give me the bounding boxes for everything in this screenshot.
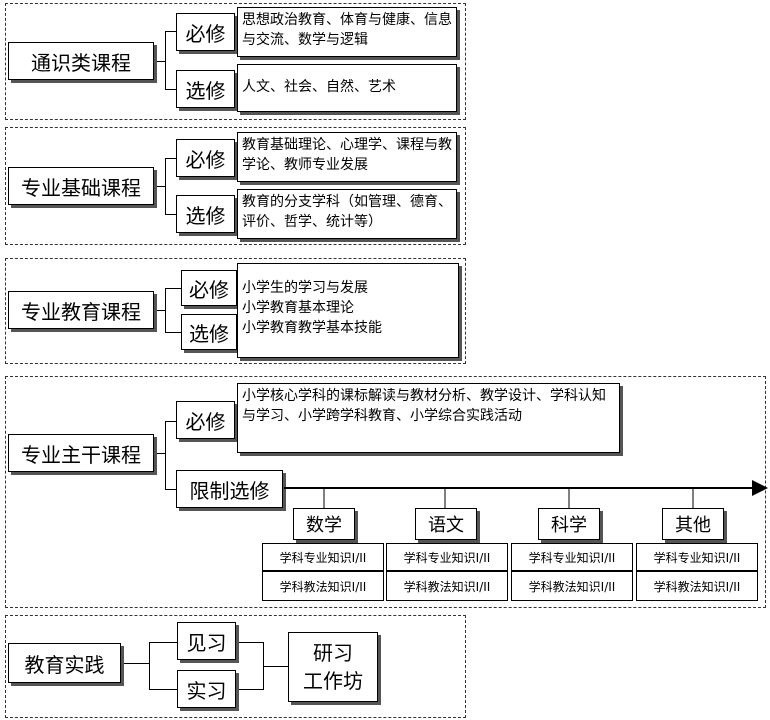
connector [165, 332, 181, 333]
practice-title: 教育实践 [8, 643, 121, 683]
connector [165, 421, 166, 489]
professional-required-label: 必修 [181, 270, 237, 306]
connector [239, 642, 264, 643]
connector [263, 666, 288, 667]
subject-math-pedagogy: 学科教法知识I/II [262, 571, 384, 601]
subject-other-knowledge: 学科专业知识I/II [636, 543, 758, 571]
core-required-label: 必修 [176, 401, 235, 439]
workshop-line: 工作坊 [303, 669, 363, 693]
connector [149, 642, 177, 643]
connector [165, 288, 166, 332]
connector [165, 89, 176, 90]
general-elective-text: 人文、社会、自然、艺术 [237, 64, 457, 112]
connector [149, 642, 150, 689]
professional-item: 小学教育基本理论 [242, 300, 354, 316]
foundation-required-label: 必修 [176, 139, 235, 177]
practice-observe: 见习 [177, 622, 236, 660]
connector [157, 61, 166, 62]
connector [165, 158, 166, 214]
connector [239, 689, 264, 690]
section-foundation [5, 127, 466, 245]
core-required-text: 小学核心学科的课标解读与教材分析、教学设计、学科认知与学习、小学跨学科教育、小学… [237, 383, 620, 453]
connector [165, 489, 176, 490]
general-required-text: 思想政治教育、体育与健康、信息与交流、数学与逻辑 [237, 7, 457, 57]
subject-chinese-knowledge: 学科专业知识I/II [386, 543, 508, 571]
core-restricted-label: 限制选修 [176, 470, 283, 508]
connector [157, 310, 166, 311]
connector [157, 453, 166, 454]
subject-science-pedagogy: 学科教法知识I/II [511, 571, 633, 601]
connector [124, 663, 150, 664]
subject-chinese-pedagogy: 学科教法知识I/II [386, 571, 508, 601]
professional-elective-label: 选修 [181, 314, 237, 350]
section-professional [5, 258, 466, 364]
subject-science-knowledge: 学科专业知识I/II [511, 543, 633, 571]
connector [165, 288, 181, 289]
connector [157, 186, 166, 187]
core-title: 专业主干课程 [8, 434, 154, 472]
connector [165, 158, 176, 159]
foundation-title: 专业基础课程 [8, 167, 154, 205]
subject-other: 其他 [662, 508, 724, 540]
subject-chinese: 语文 [415, 508, 477, 540]
professional-item: 小学教育教学基本技能 [242, 320, 382, 336]
connector [149, 689, 177, 690]
foundation-elective-label: 选修 [176, 195, 235, 233]
foundation-elective-text: 教育的分支学科（如管理、德育、评价、哲学、统计等） [237, 189, 457, 239]
section-practice [5, 615, 466, 718]
subject-math-knowledge: 学科专业知识I/II [262, 543, 384, 571]
professional-item: 小学生的学习与发展 [242, 280, 368, 296]
professional-title: 专业教育课程 [8, 291, 154, 329]
section-general [5, 3, 466, 120]
foundation-required-text: 教育基础理论、心理学、课程与教学论、教师专业发展 [237, 132, 457, 182]
connector [165, 214, 176, 215]
subject-science: 科学 [538, 508, 600, 540]
practice-intern: 实习 [177, 670, 236, 708]
general-required-label: 必修 [176, 13, 235, 51]
connector [165, 31, 176, 32]
professional-items: 小学生的学习与发展 小学教育基本理论 小学教育教学基本技能 [237, 263, 459, 358]
connector [165, 31, 166, 89]
practice-workshop: 研习 工作坊 [288, 632, 378, 702]
workshop-line: 研习 [313, 641, 353, 665]
subject-math: 数学 [293, 508, 355, 540]
general-elective-label: 选修 [176, 70, 235, 108]
general-title: 通识类课程 [8, 42, 154, 80]
connector [165, 421, 176, 422]
subject-other-pedagogy: 学科教法知识I/II [636, 571, 758, 601]
